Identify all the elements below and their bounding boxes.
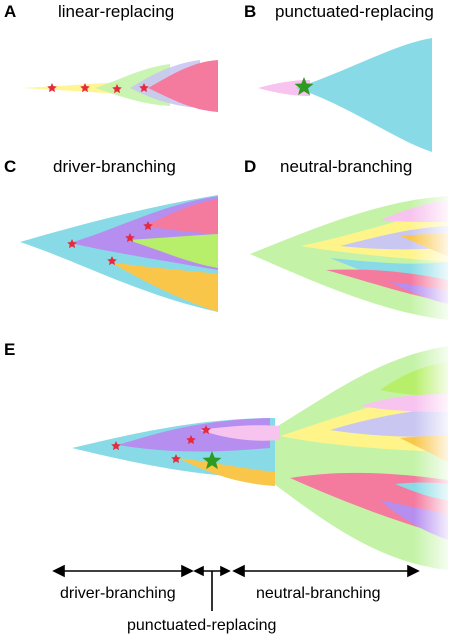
star-e1: [111, 441, 121, 451]
panel-b-diagram: [258, 38, 432, 152]
panel-e-diagram: [72, 340, 450, 575]
panel-letter-d: D: [244, 157, 257, 176]
star-c4: [107, 256, 117, 266]
panel-title-b: punctuated-replacing: [275, 2, 434, 21]
fade-d: [250, 190, 450, 325]
star-a1: [47, 83, 57, 93]
clone-e-pink: [200, 425, 280, 441]
green-star-e: [202, 451, 222, 470]
star-c2: [125, 233, 135, 243]
panel-c-diagram: [20, 195, 218, 312]
fade-e: [270, 340, 450, 575]
star-a2: [80, 83, 90, 93]
panel-title-c: driver-branching: [53, 157, 176, 176]
panel-letter-a: A: [4, 2, 17, 21]
star-e2: [186, 435, 196, 445]
panel-title-a: linear-replacing: [58, 2, 175, 21]
label-neutral-branching: neutral-branching: [256, 585, 381, 602]
clone-yellow: [22, 82, 120, 94]
star-a3: [112, 84, 122, 94]
panel-title-d: neutral-branching: [280, 157, 413, 176]
star-c3: [143, 221, 153, 231]
panel-letter-e: E: [4, 340, 16, 359]
clone-c-lime: [128, 234, 218, 268]
green-star-b: [294, 77, 314, 96]
clone-pink: [148, 60, 218, 112]
panel-letter-b: B: [244, 2, 257, 21]
clone-c-orange: [110, 262, 218, 312]
star-c1: [67, 239, 77, 249]
clone-e-orange: [178, 458, 275, 486]
panel-a-diagram: [22, 60, 218, 112]
star-e4: [171, 454, 181, 464]
panel-d-diagram: [250, 190, 450, 325]
clone-e-purple: [118, 418, 270, 452]
clone-cyan: [296, 38, 432, 152]
panel-letter-c: C: [4, 157, 17, 176]
phase-arrows: [52, 564, 420, 611]
label-punctuated-replacing: punctuated-replacing: [127, 617, 277, 634]
star-e3: [201, 425, 211, 435]
label-driver-branching: driver-branching: [60, 585, 176, 602]
star-a4: [139, 83, 149, 93]
clone-c-pink: [145, 199, 218, 234]
